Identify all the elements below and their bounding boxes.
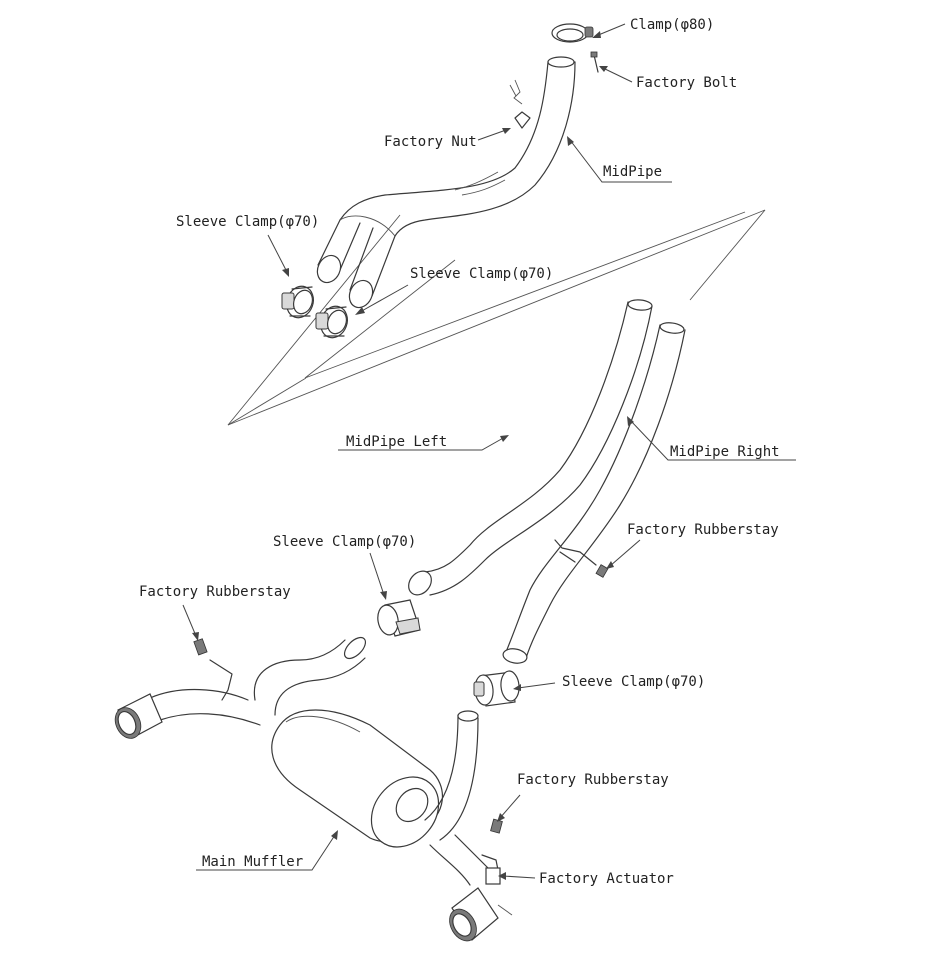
label-midpipe-left: MidPipe Left (346, 434, 447, 450)
main-muffler-part (114, 636, 513, 942)
label-factory-rubberstay-1: Factory Rubberstay (627, 522, 779, 538)
label-factory-rubberstay-2: Factory Rubberstay (139, 584, 291, 600)
label-factory-nut: Factory Nut (384, 134, 477, 150)
clamp-80-part (551, 23, 594, 43)
label-factory-bolt: Factory Bolt (636, 75, 737, 91)
midpipe-part (316, 23, 599, 309)
label-main-muffler: Main Muffler (202, 854, 303, 870)
label-factory-actuator: Factory Actuator (539, 871, 674, 887)
label-sleeve-clamp-1: Sleeve Clamp(φ70) (176, 214, 319, 230)
midpipe-right-part (502, 322, 686, 664)
label-midpipe: MidPipe (603, 164, 662, 180)
sleeve-clamp-mid-2 (473, 670, 520, 707)
factory-bolt-part (590, 51, 599, 73)
labels: Clamp(φ80) Factory Bolt Factory Nut MidP… (139, 17, 780, 887)
sleeve-clamp-upper-2 (315, 305, 348, 339)
sleeve-clamp-upper-1 (281, 285, 314, 319)
label-clamp-80: Clamp(φ80) (630, 17, 714, 33)
label-sleeve-clamp-4: Sleeve Clamp(φ70) (562, 674, 705, 690)
section-divider (227, 209, 766, 426)
midpipe-left-part (408, 299, 653, 596)
label-midpipe-right: MidPipe Right (670, 444, 780, 460)
label-factory-rubberstay-3: Factory Rubberstay (517, 772, 669, 788)
label-sleeve-clamp-2: Sleeve Clamp(φ70) (410, 266, 553, 282)
leader-lines (182, 23, 796, 880)
label-sleeve-clamp-3: Sleeve Clamp(φ70) (273, 534, 416, 550)
sleeve-clamp-mid-1 (377, 599, 421, 637)
